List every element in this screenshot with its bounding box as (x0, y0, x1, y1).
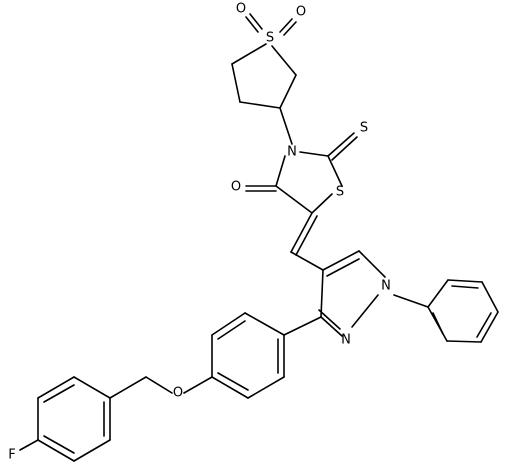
thione-s-label: S (360, 121, 368, 136)
aryl-ring (145, 312, 322, 399)
sulfone-o-left-label: O (236, 2, 246, 17)
fluorobenzyl-ring (19, 376, 147, 462)
n-phenyl-ring (393, 279, 499, 343)
sulfone-o-right-label: O (296, 5, 306, 20)
pyrazole-n2-label: N (341, 333, 351, 348)
n-sulfolane-bond (279, 107, 293, 145)
thiazolidinone-ring (245, 132, 358, 214)
fluorine-label: F (8, 448, 15, 463)
sulfolane-ring (231, 13, 297, 109)
ring-n-label: N (287, 145, 297, 160)
ring-s-label: S (336, 185, 344, 200)
methylidene-linker (290, 212, 324, 271)
pyrazole-n1-label: N (381, 279, 391, 294)
pyrazole-ring (318, 250, 386, 337)
carbonyl-o-label: O (231, 180, 241, 195)
ether-o-label: O (173, 386, 183, 401)
sulfone-s-label: S (266, 31, 274, 46)
